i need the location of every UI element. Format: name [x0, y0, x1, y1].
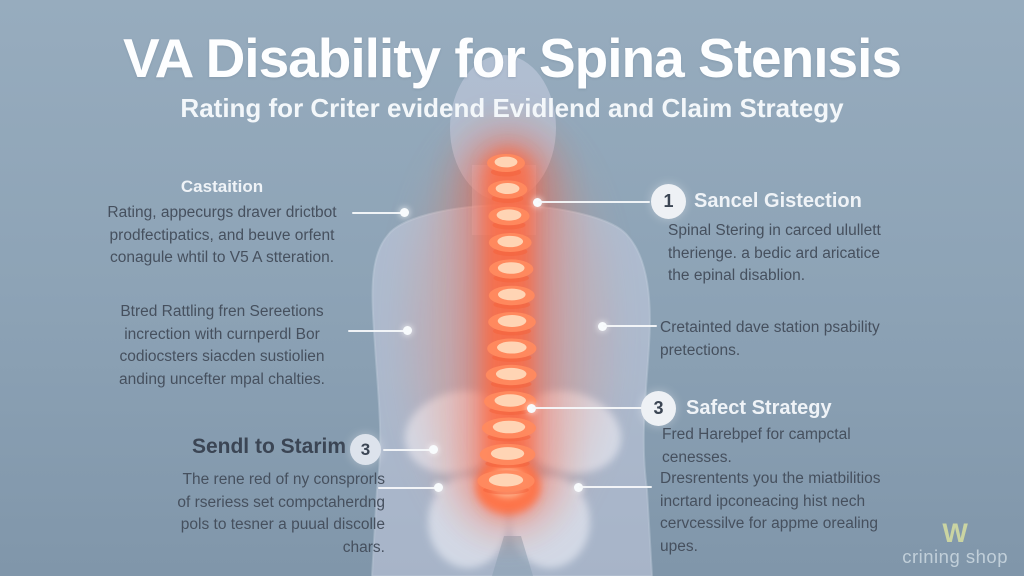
text-line: Btred Rattling fren Sereetions [120, 303, 324, 320]
text-line: of rseriess set compctaherdng [177, 493, 385, 511]
connector-dot-left-1 [400, 208, 409, 217]
text-line: pretections. [660, 341, 741, 359]
annotation-cretainted-body: Cretainted dave station psability pretec… [660, 317, 960, 362]
text-line: cervcessilve for appme orealing [660, 515, 878, 532]
text-line: chars. [342, 538, 385, 556]
connector-dot-right-2 [598, 322, 607, 331]
annotation-send-body: The rene red of ny consprorls of rseries… [105, 469, 385, 559]
annotation-castaition-heading: Castaition [180, 177, 264, 196]
connector-dot-right-1 [533, 198, 542, 207]
connector-dot-left-3 [429, 445, 438, 454]
page-title: VA Disability for Spina Stenısis [123, 27, 902, 89]
text-line: therienge. a bedic ard aricatice [668, 244, 880, 262]
text-line: incrtard ipconeacing hist nech [660, 492, 866, 510]
annotation-send-heading: Sendl to Starim [191, 435, 346, 458]
connector-dot-right-3 [527, 404, 536, 413]
text-line: Rating, appecurgs draver drictbot [107, 204, 337, 221]
text-line: increction with curnperdl Bor [124, 325, 320, 343]
text-line: conagule whtil to V5 A stteration. [109, 249, 335, 266]
text-line: prodfectipatics, and beuve orfent [109, 226, 335, 244]
step-badge-right-3: 3 [641, 391, 676, 426]
connector-line-left-1 [352, 212, 404, 214]
watermark-logo-w: W [942, 518, 968, 548]
connector-line-right-1 [538, 201, 650, 203]
connector-dot-left-2 [403, 326, 412, 335]
annotation-safect-body: Fred Harebpef for campctal cenesses. [662, 424, 952, 469]
step-badge-left-3: 3 [350, 434, 381, 465]
vertebrae-column [477, 154, 537, 495]
page-subtitle: Rating for Criter evidend Evidlend and C… [180, 93, 844, 123]
connector-line-right-3 [532, 407, 642, 409]
text-line: cenesses. [662, 448, 732, 466]
annotation-sancel-body: Spinal Stering in carced ulullett therie… [668, 220, 958, 288]
step-badge-right-1: 1 [651, 184, 686, 219]
connector-line-right-4 [579, 486, 652, 488]
watermark: W crining shop [902, 520, 1008, 568]
text-line: Cretainted dave station psability [660, 319, 880, 336]
annotation-sancel-heading: Sancel Gistection [694, 190, 862, 212]
text-line: Fred Harebpef for campctal [662, 426, 851, 443]
annotation-safect-heading: Safect Strategy [686, 397, 832, 419]
annotation-ratings-body: Btred Rattling fren Sereetions increctio… [62, 301, 382, 391]
text-line: pols to tesner a puual discolle [180, 516, 385, 533]
text-line: upes. [660, 537, 698, 555]
connector-line-left-4 [378, 487, 438, 489]
text-line: The rene red of ny consprorls [182, 471, 385, 488]
text-line: Spinal Stering in carced ulullett [668, 222, 881, 239]
text-line: anding uncefter mpal chalties. [119, 370, 325, 388]
annotation-dresrentents-body: Dresrentents you the miatbilitios incrta… [660, 468, 960, 558]
connector-line-left-2 [348, 330, 407, 332]
leg-gap-shadow [492, 536, 533, 576]
connector-dot-left-4 [434, 483, 443, 492]
watermark-text: crining shop [902, 546, 1008, 567]
text-line: the epinal disablion. [668, 267, 806, 284]
connector-dot-right-4 [574, 483, 583, 492]
text-line: codiocsters siacden sustiolien [119, 348, 325, 365]
connector-line-left-3 [383, 449, 433, 451]
text-line: Dresrentents you the miatbilitios [660, 470, 881, 487]
annotation-castaition-body: Rating, appecurgs draver drictbot prodfe… [62, 202, 382, 270]
connector-line-right-2 [603, 325, 657, 327]
